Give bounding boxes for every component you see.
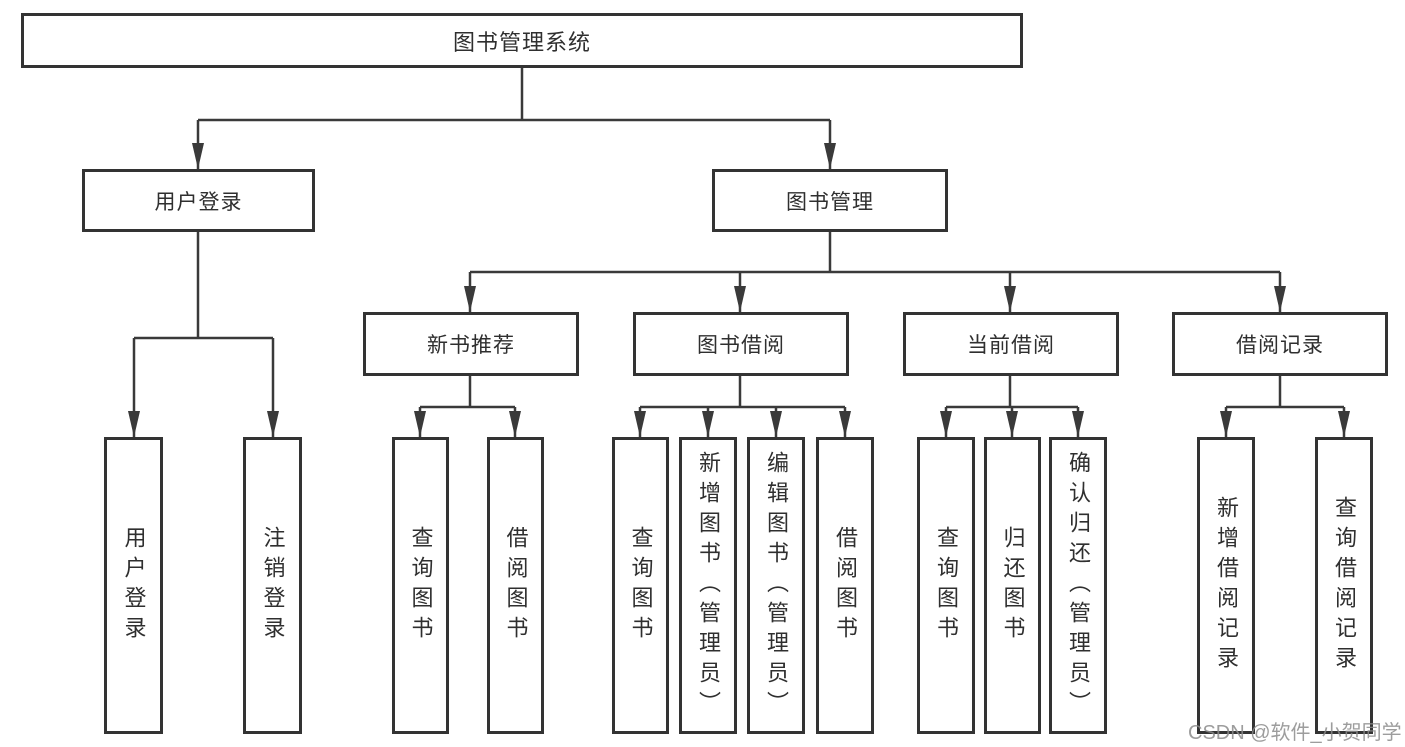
leaf-query-borrow-record: 查询借阅记录 xyxy=(1315,437,1373,734)
leaf-user-login: 用户登录 xyxy=(104,437,163,734)
node-book-management: 图书管理 xyxy=(712,169,948,232)
node-current-borrow: 当前借阅 xyxy=(903,312,1119,376)
csdn-watermark: CSDN @软件_小贺同学 xyxy=(1188,722,1402,744)
node-new-book-recommend: 新书推荐 xyxy=(363,312,579,376)
leaf-query-books: 查询图书 xyxy=(392,437,449,734)
connector-wires xyxy=(134,68,1344,409)
leaf-return-books: 归还图书 xyxy=(984,437,1041,734)
leaf-label: 借阅图书 xyxy=(503,525,529,646)
leaf-label: 查询借阅记录 xyxy=(1332,495,1357,676)
leaf-label: 查询图书 xyxy=(628,525,654,646)
leaf-add-borrow-record: 新增借阅记录 xyxy=(1197,437,1255,734)
leaf-label: 确认归还（管理员） xyxy=(1066,450,1091,721)
leaf-label: 编辑图书（管理员） xyxy=(764,450,789,721)
leaf-label: 查询图书 xyxy=(408,525,434,646)
leaf-add-book-admin: 新增图书（管理员） xyxy=(679,437,737,734)
leaf-query-books: 查询图书 xyxy=(917,437,975,734)
node-book-borrow: 图书借阅 xyxy=(633,312,849,376)
leaf-label: 注销登录 xyxy=(260,525,286,646)
leaf-label: 用户登录 xyxy=(121,525,147,646)
node-root-system: 图书管理系统 xyxy=(21,13,1023,68)
leaf-edit-book-admin: 编辑图书（管理员） xyxy=(747,437,805,734)
leaf-borrow-books: 借阅图书 xyxy=(487,437,544,734)
leaf-borrow-books: 借阅图书 xyxy=(816,437,874,734)
leaf-label: 归还图书 xyxy=(1000,525,1026,646)
leaf-label: 新增借阅记录 xyxy=(1214,495,1239,676)
leaf-label: 借阅图书 xyxy=(833,525,858,646)
leaf-label: 查询图书 xyxy=(934,525,959,646)
leaf-logout: 注销登录 xyxy=(243,437,302,734)
leaf-label: 新增图书（管理员） xyxy=(696,450,721,721)
node-user-login: 用户登录 xyxy=(82,169,315,232)
leaf-query-books: 查询图书 xyxy=(612,437,669,734)
leaf-confirm-return-admin: 确认归还（管理员） xyxy=(1049,437,1107,734)
node-borrow-records: 借阅记录 xyxy=(1172,312,1388,376)
